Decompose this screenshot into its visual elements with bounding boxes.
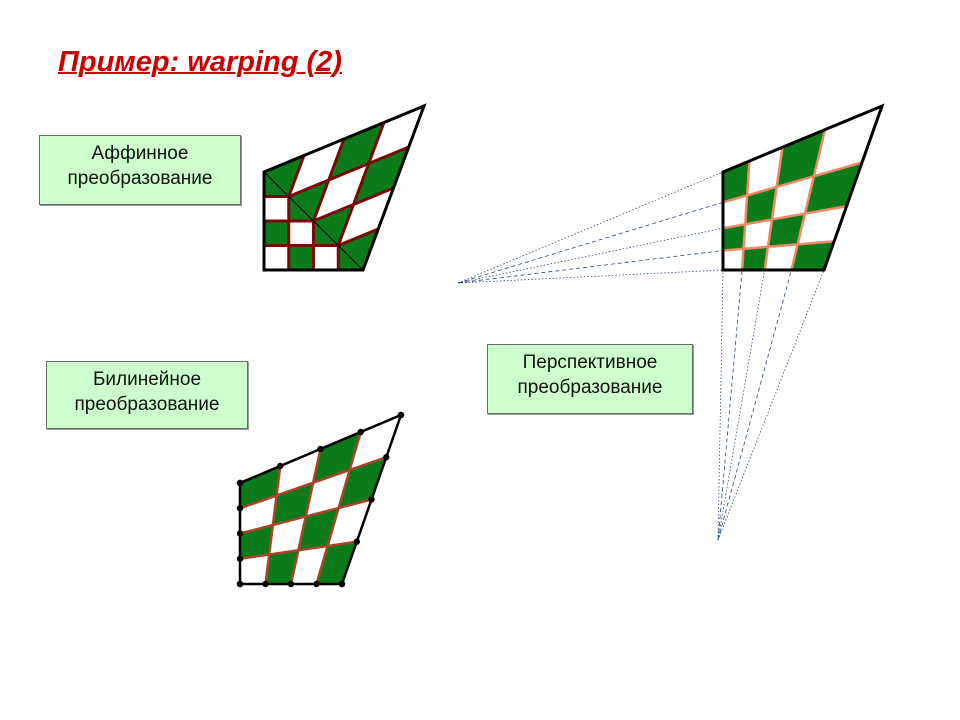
checker-cell [288, 245, 314, 270]
checker-cell [288, 221, 314, 246]
checker-cell [813, 106, 882, 177]
projection-ray [457, 250, 724, 284]
checker-cell [349, 415, 401, 470]
checker-cell [269, 516, 306, 555]
checker-cell [328, 122, 384, 180]
checker-cell [313, 245, 339, 270]
control-point [317, 445, 324, 453]
checker-cell [264, 245, 289, 270]
grid-line [763, 147, 784, 271]
grid-line [315, 431, 362, 585]
projection-ray [717, 269, 724, 541]
outline [721, 103, 885, 272]
projection-ray [717, 269, 792, 541]
control-point [353, 538, 360, 545]
checker-cell [353, 147, 409, 205]
checker-cell [240, 525, 273, 559]
projection-ray [457, 201, 724, 284]
checker-cell [768, 213, 805, 247]
control-point [236, 505, 244, 512]
grid-line [740, 160, 751, 271]
grid-line [239, 498, 372, 535]
checker-cell [264, 221, 289, 246]
affine-label: Аффинное преобразование [39, 135, 241, 205]
checker-cell [240, 495, 277, 534]
grid-line [722, 205, 847, 230]
projection-ray [717, 269, 825, 541]
bilinear-label-line2: преобразование [74, 394, 220, 415]
grid-line [722, 240, 835, 252]
checker-cell [723, 195, 748, 229]
control-point [262, 580, 269, 588]
checker-cell [265, 550, 299, 584]
control-point [236, 479, 244, 487]
grid-line [722, 161, 863, 204]
projection-ray [717, 269, 743, 541]
checker-cell [742, 246, 768, 270]
checker-cell [791, 241, 835, 270]
bilinear-label-line1: Билинейное [92, 369, 202, 390]
checker-cell [723, 161, 750, 203]
control-point [236, 580, 244, 588]
grid-line [790, 129, 827, 271]
checker-cell [288, 139, 344, 197]
control-point [368, 496, 375, 503]
projection-ray [717, 269, 765, 541]
checker-cell [723, 248, 744, 270]
control-point [357, 428, 364, 436]
checker-cell [240, 554, 270, 584]
affine-label-line1: Аффинное [91, 143, 189, 164]
slide-title: Пример: warping (2) [58, 46, 342, 78]
checker-cell [368, 106, 424, 164]
affine-label-line2: преобразование [67, 168, 213, 189]
checker-cell [264, 196, 289, 221]
projection-ray [457, 269, 724, 284]
grid-line [239, 456, 387, 510]
control-point [277, 462, 284, 470]
checker-cell [745, 186, 777, 225]
checker-cell [743, 219, 772, 249]
checker-cell [338, 188, 394, 246]
control-point [236, 555, 244, 562]
checker-cell [776, 129, 826, 187]
checker-cell [764, 244, 798, 270]
checker-cell [203, 278, 259, 336]
perspective-label: Перспективное преобразование [487, 344, 693, 414]
outline [262, 103, 427, 272]
perspective-checkerboard [721, 103, 885, 272]
checker-cell [772, 176, 814, 220]
checker-cell [797, 206, 847, 245]
control-point [383, 454, 390, 461]
control-point [313, 580, 320, 588]
checker-cell [723, 224, 746, 251]
perspective-label-line2: преобразование [517, 377, 663, 398]
control-point [287, 580, 295, 588]
bilinear-checkerboard [236, 411, 405, 588]
diagonal-line [263, 171, 364, 271]
projection-ray [457, 171, 724, 284]
control-point [236, 530, 244, 537]
perspective-label-line1: Перспективное [522, 352, 658, 373]
affine-checkerboard [203, 103, 427, 336]
control-point [338, 580, 346, 588]
perspective-projection-rays [457, 171, 825, 541]
checker-cell [313, 163, 369, 221]
control-point [397, 411, 405, 419]
bilinear-label: Билинейное преобразование [46, 361, 248, 429]
